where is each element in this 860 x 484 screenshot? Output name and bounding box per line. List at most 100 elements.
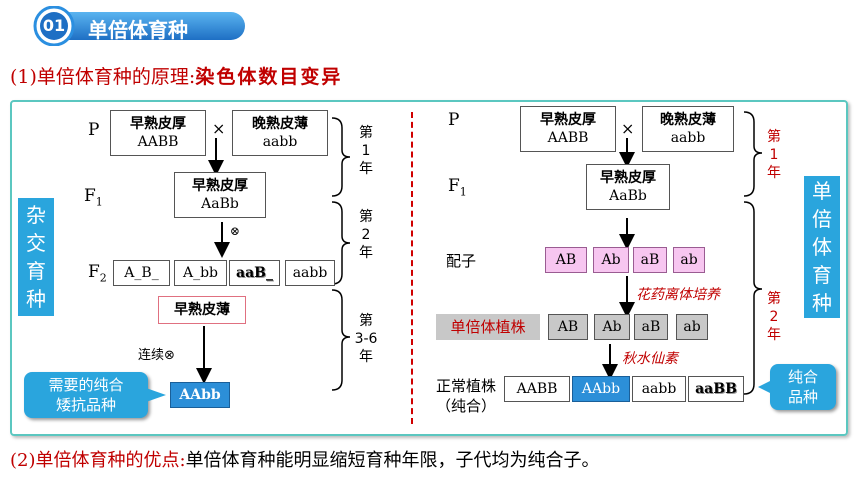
right-haploid-cell: Ab — [594, 314, 630, 340]
right-normal-label: 正常植株 （纯合） — [428, 376, 504, 416]
right-side-char: 单 — [812, 179, 832, 203]
left-f1-name: 早熟皮厚 — [192, 178, 248, 194]
left-year2-a: 第 — [359, 209, 373, 225]
right-haploid-label: 单倍体植株 — [436, 314, 540, 340]
left-callout-line1: 需要的纯合 — [48, 376, 124, 394]
left-year2-b: 2 — [361, 227, 371, 243]
right-parent1-name: 早熟皮厚 — [540, 112, 596, 128]
header-number: 01 — [42, 16, 66, 35]
left-gen-f2: F2 — [88, 262, 107, 284]
right-year1-c: 年 — [767, 165, 781, 181]
right-parent2-genotype: aabb — [670, 130, 706, 146]
right-year2-c: 年 — [767, 327, 781, 343]
right-year2: 第 2 年 — [766, 290, 782, 344]
right-f1-genotype: AaBb — [609, 188, 647, 204]
advantage-line: (2)单倍体育种的优点:单倍体育种能明显缩短育种年限，子代均为纯合子。 — [10, 446, 600, 472]
left-f2-cell: A_B_ — [113, 260, 170, 286]
left-year1-a: 第 — [359, 125, 373, 141]
right-normal-cell: AAbb — [572, 376, 630, 402]
header-title: 单倍体育种 — [88, 18, 188, 42]
right-gamete-cell: aB — [633, 247, 667, 273]
left-year3-a: 第 — [359, 313, 373, 329]
left-parent1-name: 早熟皮厚 — [130, 116, 186, 132]
left-selected-name: 早熟皮薄 — [174, 302, 230, 318]
left-year1-b: 1 — [361, 143, 371, 159]
left-f1-box: 早熟皮厚 AaBb — [174, 172, 266, 218]
right-normal-cell: AABB — [504, 376, 570, 402]
left-continuous-label: 连续⊗ — [138, 348, 175, 363]
right-gamete-label: 配子 — [446, 252, 477, 270]
left-cross-symbol: × — [212, 119, 226, 138]
right-side-char: 倍 — [812, 207, 832, 231]
right-normal-sub: （纯合） — [435, 397, 496, 415]
right-haploid-cell: aB — [634, 314, 668, 340]
left-year2-c: 年 — [359, 245, 373, 261]
left-f2-cell: aaB_ — [229, 260, 280, 286]
right-culture-label: 花药离体培养 — [636, 287, 720, 303]
right-gamete-cell: AB — [545, 247, 587, 273]
left-side-char: 种 — [26, 287, 46, 311]
left-gen-f1: F1 — [84, 186, 103, 208]
left-gen-f2-letter: F — [88, 262, 100, 282]
right-year1-a: 第 — [767, 129, 781, 145]
left-year2: 第 2 年 — [358, 208, 374, 262]
left-callout-pointer — [146, 388, 166, 402]
left-parent1-box: 早熟皮厚 AABB — [110, 110, 206, 156]
left-gen-f1-sub: 1 — [95, 195, 103, 209]
left-result-box: AAbb — [170, 382, 230, 408]
left-parent2-genotype: aabb — [262, 134, 298, 150]
left-self-symbol: ⊗ — [230, 224, 241, 238]
left-year3-b: 3-6 — [354, 331, 378, 347]
header-bar-shape — [33, 6, 245, 46]
left-side-char: 交 — [26, 231, 46, 255]
right-normal-cell: aaBB — [688, 376, 744, 402]
right-gamete-cell: Ab — [593, 247, 629, 273]
left-callout: 需要的纯合 矮抗品种 — [24, 372, 166, 418]
right-callout-line2: 品种 — [787, 388, 818, 406]
right-parent2-name: 晚熟皮薄 — [660, 112, 716, 128]
right-normal-title: 正常植株 — [435, 377, 496, 395]
right-callout: 纯合 品种 — [758, 364, 836, 410]
left-side-char: 育 — [26, 259, 46, 283]
diagram-panel — [10, 100, 848, 436]
left-side-char: 杂 — [26, 203, 46, 227]
right-haploid-cell: AB — [548, 314, 588, 340]
right-side-char: 体 — [812, 235, 832, 259]
left-side-label: 杂 交 育 种 — [18, 198, 54, 316]
header-bar: 01 单倍体育种 — [0, 6, 255, 46]
right-haploid-cell: ab — [676, 314, 708, 340]
left-parent1-genotype: AABB — [137, 134, 179, 150]
right-gamete-cell: ab — [673, 247, 705, 273]
right-side-char: 育 — [812, 263, 832, 287]
right-callout-pointer — [758, 380, 772, 394]
left-year3-c: 年 — [359, 349, 373, 365]
right-colchicine-label: 秋水仙素 — [622, 351, 678, 367]
right-year1-b: 1 — [769, 147, 779, 163]
left-year1: 第 1 年 — [358, 124, 374, 178]
left-gen-f2-sub: 2 — [99, 271, 107, 285]
advantage-text: 单倍体育种能明显缩短育种年限，子代均为纯合子。 — [185, 450, 600, 471]
left-year3: 第 3-6 年 — [351, 312, 381, 366]
advantage-prefix: (2)单倍体育种的优点: — [10, 450, 186, 471]
left-parent2-name: 晚熟皮薄 — [252, 116, 308, 132]
right-gen-f1: F1 — [448, 176, 467, 198]
left-parent2-box: 晚熟皮薄 aabb — [232, 110, 328, 156]
left-f2-cell: aabb — [285, 260, 335, 286]
left-f1-genotype: AaBb — [201, 196, 239, 212]
principle-highlight: 染色体数目变异 — [195, 66, 343, 88]
left-gen-p: P — [88, 120, 100, 140]
right-normal-cell: aabb — [632, 376, 686, 402]
right-cross-symbol: × — [621, 119, 635, 138]
right-year2-b: 2 — [769, 309, 779, 325]
right-year2-a: 第 — [767, 291, 781, 307]
principle-line: (1)单倍体育种的原理:染色体数目变异 — [10, 62, 342, 89]
principle-prefix: (1)单倍体育种的原理: — [10, 66, 196, 88]
left-selected-box: 早熟皮薄 — [158, 296, 246, 324]
left-f2-cell: A_bb — [174, 260, 227, 286]
right-callout-line1: 纯合 — [787, 368, 818, 386]
panel-divider — [411, 112, 413, 424]
right-side-label: 单 倍 体 育 种 — [804, 176, 840, 318]
right-parent1-genotype: AABB — [547, 130, 589, 146]
right-side-char: 种 — [812, 291, 832, 315]
right-parent2-box: 晚熟皮薄 aabb — [642, 106, 734, 152]
